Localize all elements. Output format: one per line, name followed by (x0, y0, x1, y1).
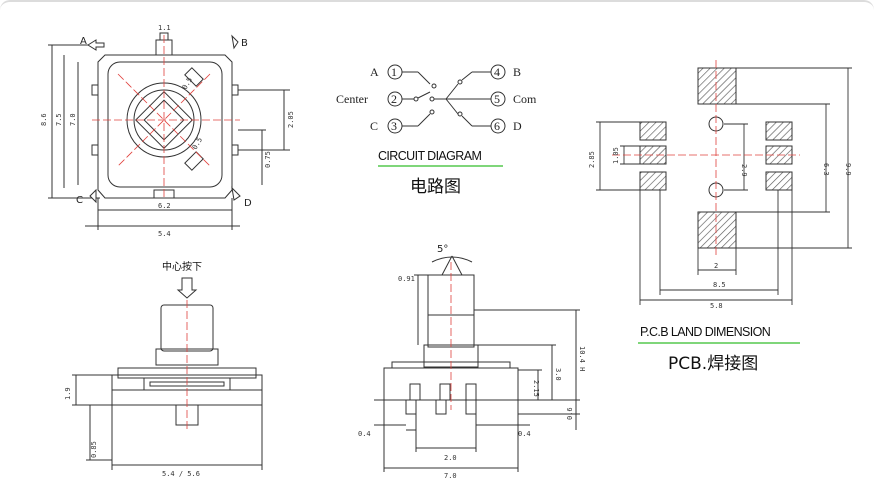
arrow-a-icon (87, 39, 105, 51)
pin-4-num: 4 (494, 65, 500, 79)
pcb-dim-center: 2 (714, 262, 718, 270)
pcb-dim-right-inner: 6.3 (822, 163, 830, 176)
pcb-land: 2.85 1.05 2.9 6.3 9.9 2 8.5 5.8 P.C.B LA… (588, 60, 852, 374)
dim-height-body: 7.5 (55, 113, 63, 126)
front-dim-width: 7.0 (444, 472, 457, 480)
label-c: C (76, 195, 83, 206)
front-dim-pin: 0.6 (566, 407, 574, 420)
pin-4-name: B (513, 65, 521, 79)
pcb-dim-outer-w: 5.8 (710, 302, 723, 310)
pcb-dim-pad-pitch: 2.9 (740, 164, 748, 177)
pin-3-name: C (370, 119, 378, 133)
dim-right-1: 2.05 (287, 111, 295, 128)
pcb-dim-inner-w: 8.5 (713, 281, 726, 289)
switch-body-inner (107, 61, 223, 188)
top-view (48, 32, 290, 230)
press-label: 中心按下 (162, 260, 202, 273)
pin-1-name: A (370, 65, 379, 79)
dim-top: 1.1 (158, 24, 171, 32)
arrow-c-icon (89, 188, 97, 204)
circuit-diagram (387, 64, 506, 134)
top-view-labels: A B C D 8.6 7.5 7.0 6.2 5.4 2.05 0.75 0.… (40, 24, 295, 238)
label-d: D (244, 198, 252, 209)
press-arrow-icon (176, 277, 198, 299)
dim-width-outer: 5.4 (158, 230, 171, 238)
pin-5-num: 5 (494, 92, 500, 106)
side-dim-width: 5.4 / 5.6 (162, 470, 200, 478)
dim-angle-2: 0.5 (191, 136, 204, 151)
pcb-title: P.C.B LAND DIMENSION (640, 325, 771, 339)
front-view: 5° 0.91 (358, 244, 586, 480)
pcb-pad-r1 (765, 121, 793, 141)
arrow-d-icon (231, 186, 241, 201)
front-dim-pitch: 2.0 (444, 454, 457, 462)
circuit-labels: A 1 Center 2 C 3 4 B 5 Com 6 D CIRCUIT D… (336, 65, 537, 197)
pcb-pad-l1 (639, 121, 667, 141)
pin-2-name: Center (336, 92, 368, 106)
front-dim-lead-right: 0.4 (518, 430, 531, 438)
angle-label: 5° (437, 244, 448, 255)
circuit-title: CIRCUIT DIAGRAM (378, 149, 481, 163)
dim-height-outer: 8.6 (40, 113, 48, 126)
top-view-center-lines (92, 35, 240, 200)
dim-angle-1: 0.5 (181, 76, 194, 91)
label-b: B (241, 38, 248, 49)
dim-height-inner: 7.0 (69, 113, 77, 126)
front-dim-total: 10.4 H (578, 346, 586, 371)
circuit-title-zh: 电路图 (410, 177, 461, 197)
front-dim-shaft: 0.91 (398, 275, 415, 283)
switch-body-outline (97, 54, 233, 199)
pin-1-num: 1 (391, 65, 397, 79)
side-dim-height: 1.9 (64, 387, 72, 400)
pin-6-num: 6 (494, 119, 500, 133)
front-dim-lead-left: 0.4 (358, 430, 371, 438)
pin-2-num: 2 (391, 92, 397, 106)
arrow-b-icon (231, 34, 239, 50)
pcb-pad-r3 (765, 171, 793, 191)
pcb-pad-bottom (697, 211, 737, 249)
pin-6-name: D (513, 119, 522, 133)
pcb-subtitle: PCB.焊接图 (668, 354, 758, 374)
side-dim-base: 0.85 (90, 441, 98, 458)
pcb-dim-left-outer: 2.85 (588, 151, 596, 168)
pin-3-num: 3 (391, 119, 397, 133)
pcb-dim-right-outer: 9.9 (844, 163, 852, 176)
pin-5-name: Com (513, 92, 537, 106)
label-a: A (80, 36, 87, 47)
dim-right-2: 0.75 (264, 151, 272, 168)
front-dim-body: 3.0 (554, 368, 562, 381)
pcb-dim-left-inner: 1.05 (612, 147, 620, 164)
pcb-pad-top (697, 67, 737, 105)
pcb-pad-l3 (639, 171, 667, 191)
side-view: 中心按下 1.9 0.85 5.4 / 5.6 (64, 260, 263, 478)
dim-width-body: 6.2 (158, 202, 171, 210)
front-dim-mid: 2.15 (532, 380, 540, 397)
